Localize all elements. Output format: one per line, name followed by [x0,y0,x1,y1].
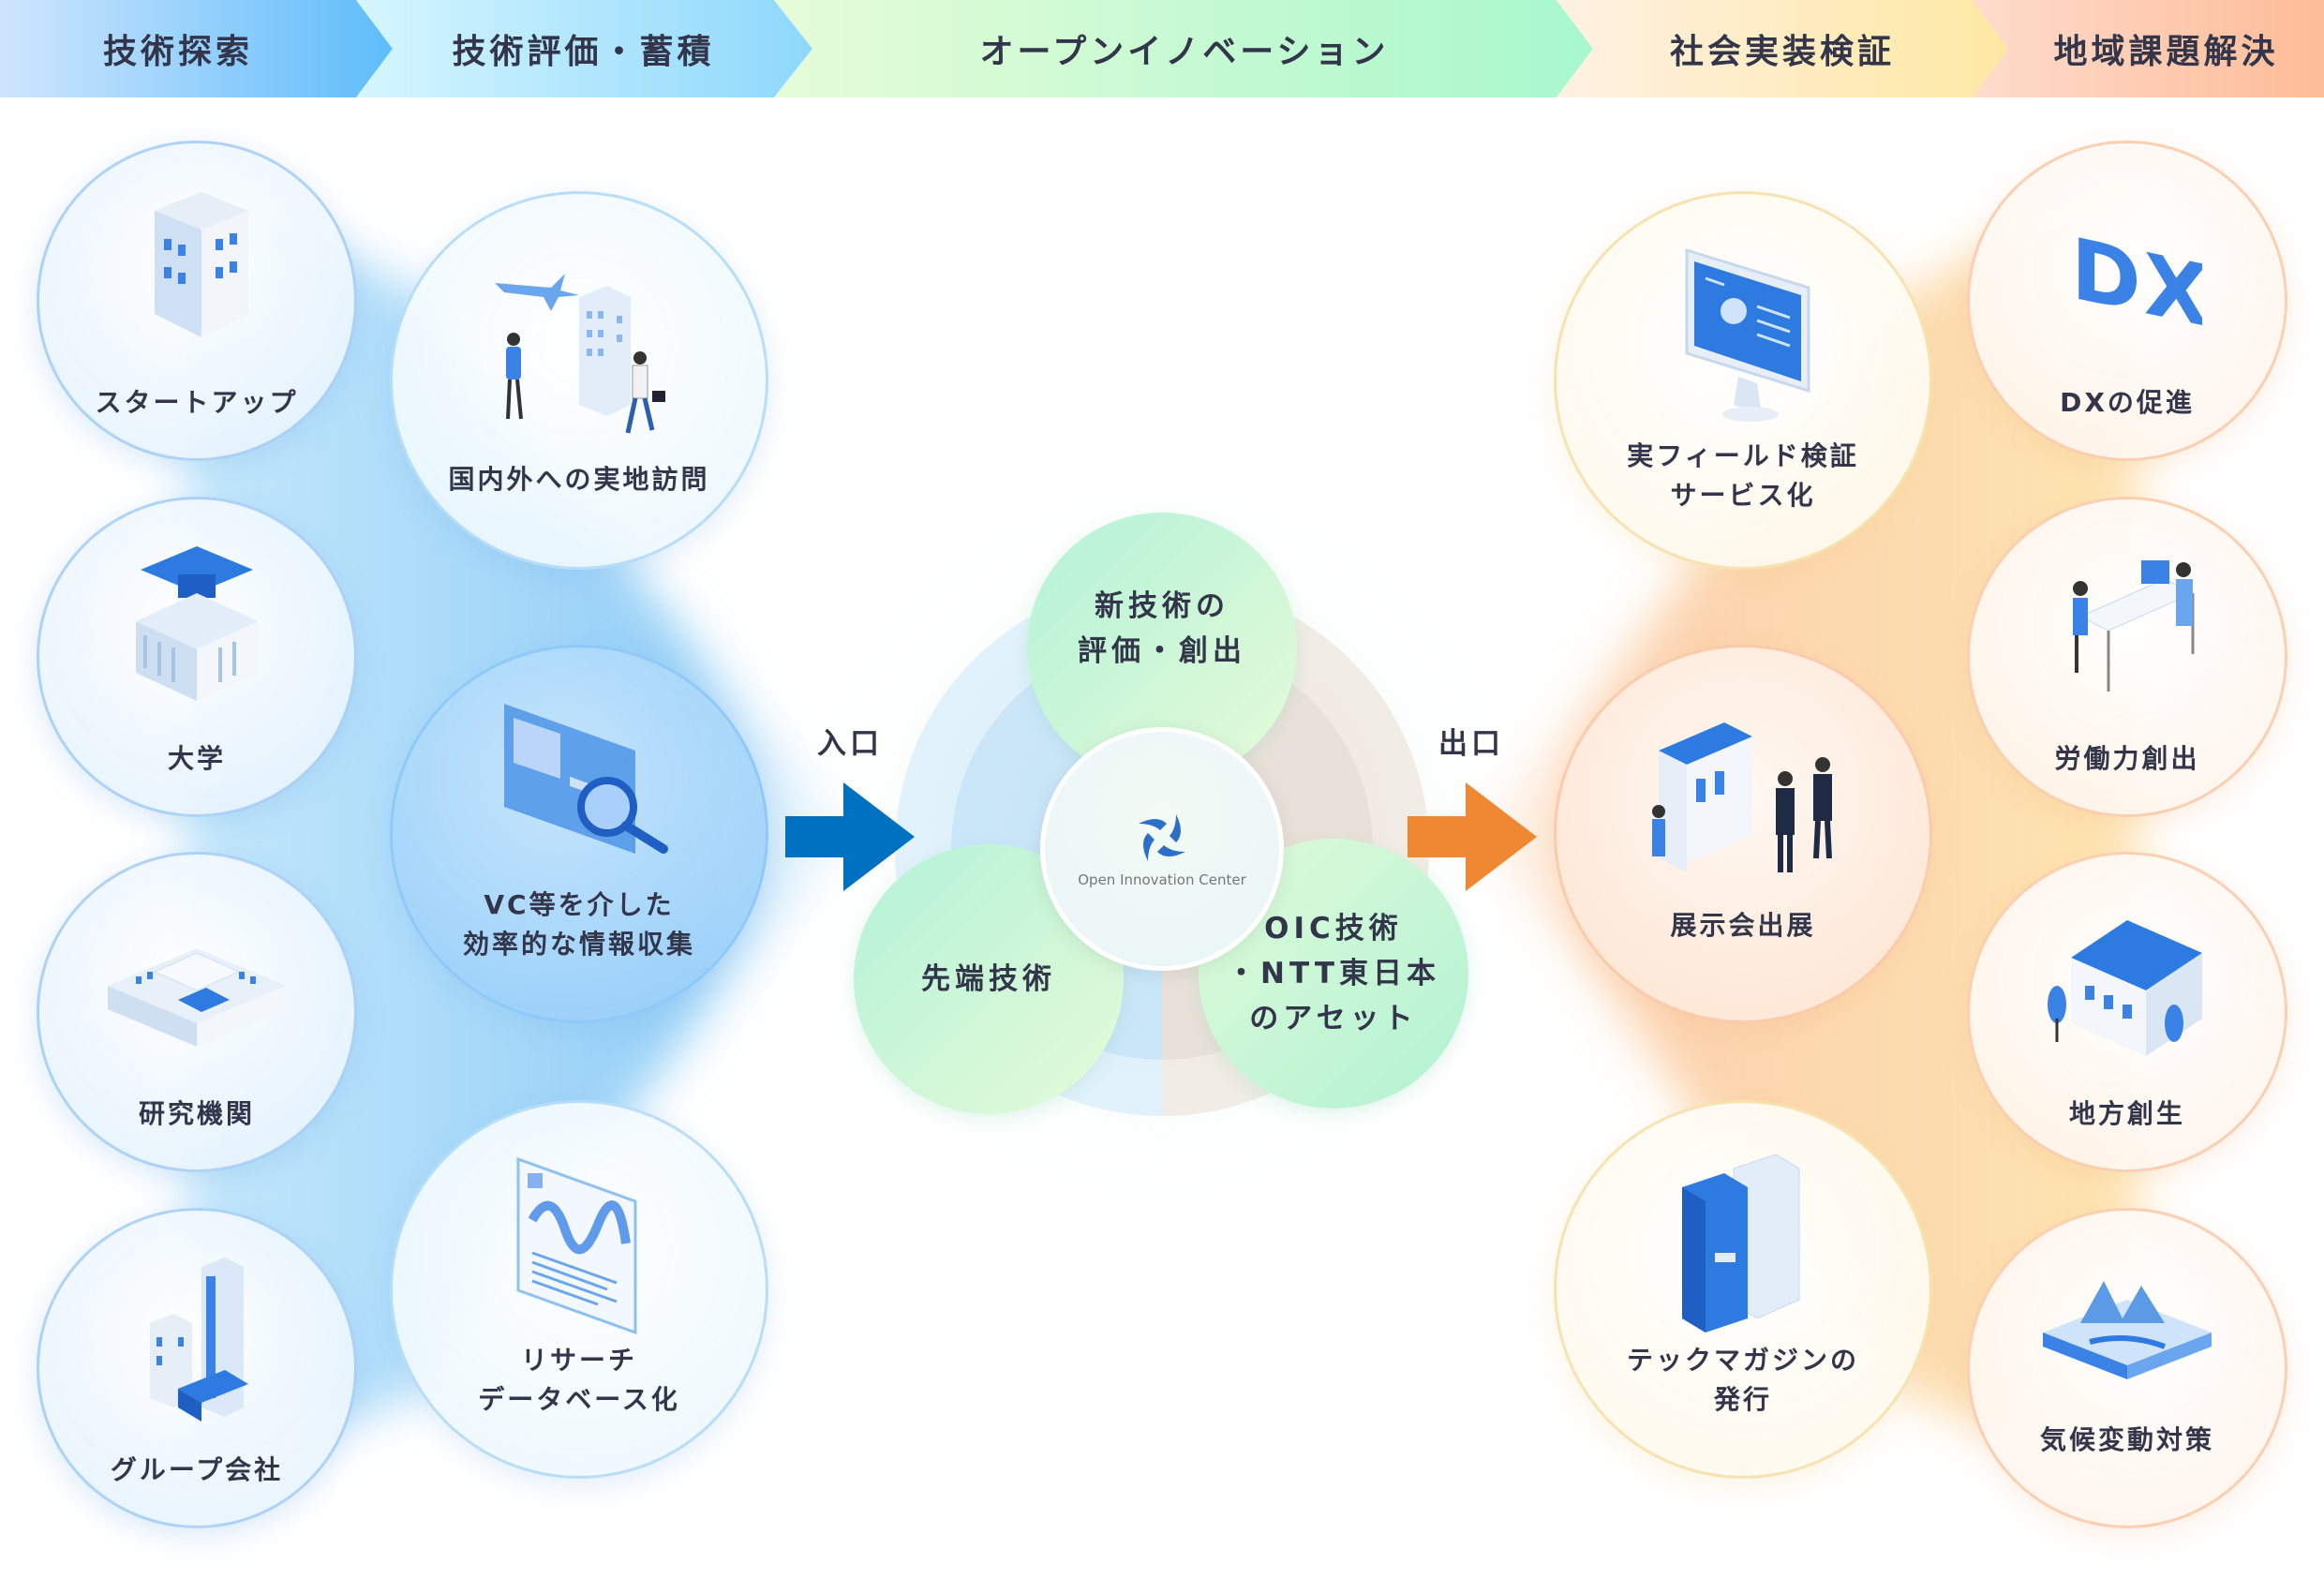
source-label: 大学 [167,743,226,774]
circle-text: 評価・創出 [1078,634,1246,668]
source-startup: スタートアップ [37,141,357,461]
stage-chevron-2 [356,0,812,97]
activity-vc-info: VC等を介した 効率的な情報収集 [390,645,768,1023]
oic-pinwheel-icon [1139,814,1185,861]
circle-text: のアセット [1249,1002,1418,1035]
circle-text: 新技術の [1095,589,1229,623]
magazine-icon [1682,1154,1800,1332]
office-building-icon [155,192,248,337]
oic-logo: Open Innovation Center [1040,727,1284,971]
output-field-verification: 実フィールド検証 サービス化 [1554,191,1932,570]
output-label: サービス化 [1670,480,1816,511]
dx-icon: DX [2071,220,2202,340]
entry-label: 入口 [817,727,883,761]
source-label: グループ会社 [110,1454,284,1485]
solution-dx: DX DXの促進 [1967,141,2287,461]
output-exhibition: 展示会出展 [1554,645,1932,1023]
research-facility-icon [108,948,286,1047]
activity-label: リサーチ [520,1345,637,1376]
svg-text:DX: DX [2071,220,2202,340]
stage-chevron-4 [1557,0,2008,97]
source-research-institute: 研究機関 [37,852,357,1172]
research-document-icon [516,1156,637,1335]
stage-chevron-3 [774,0,1593,97]
solution-labor: 労働力創出 [1967,497,2287,817]
search-web-icon [504,704,668,854]
source-group-company: グループ会社 [37,1208,357,1528]
solution-climate: 気候変動対策 [1967,1208,2287,1528]
exit-label: 出口 [1438,727,1504,761]
activity-research-db: リサーチ データベース化 [390,1100,768,1479]
output-tech-magazine: テックマガジンの 発行 [1554,1100,1932,1479]
activity-site-visits: 国内外への実地訪問 [390,191,768,570]
stage-social-implementation: 社会実装検証 [1669,33,1895,71]
exhibition-booth-icon [1652,722,1832,872]
circle-text: ・NTT東日本 [1227,957,1440,990]
solution-label: DXの促進 [2060,387,2195,418]
activity-label: データベース化 [478,1384,680,1415]
stage-tech-evaluation: 技術評価・蓄積 [452,33,715,71]
source-label: 研究機関 [138,1098,255,1129]
source-university: 大学 [37,497,357,817]
solution-label: 地方創生 [2068,1098,2185,1129]
monitor-icon [1685,247,1810,422]
output-label: 展示会出展 [1670,910,1816,941]
solution-label: 労働力創出 [2054,743,2200,774]
activity-label: 国内外への実地訪問 [448,464,710,495]
exit-arrow-icon [1408,782,1537,891]
output-label: テックマガジンの [1626,1345,1859,1376]
business-travel-icon [495,274,665,434]
stage-chevron-1 [0,0,393,97]
reception-desk-icon [2073,560,2195,692]
activity-label: 効率的な情報収集 [462,929,695,960]
stage-chevron-5 [1972,0,2324,97]
solution-regional: 地方創生 [1967,852,2287,1172]
stage-tech-exploration: 技術探索 [102,33,253,71]
solution-label: 気候変動対策 [2039,1424,2214,1455]
output-label: 実フィールド検証 [1627,440,1859,471]
house-icon [2048,920,2202,1056]
university-icon [136,546,258,701]
circle-text: OIC技術 [1264,912,1403,945]
entry-arrow-icon [785,782,915,891]
activity-label: VC等を介した [484,889,675,920]
output-label: 発行 [1713,1384,1772,1415]
stage-open-innovation: オープンイノベーション [979,33,1390,71]
circle-text: 先端技術 [921,962,1056,996]
new-tech-evaluation-circle: 新技術の評価・創出 [1027,513,1297,782]
source-label: スタートアップ [95,387,299,418]
oic-logo-text: Open Innovation Center [1078,871,1246,888]
group-company-building-icon [150,1258,248,1422]
stage-regional-solution: 地域課題解決 [2053,33,2279,71]
climate-landscape-icon [2043,1281,2212,1379]
